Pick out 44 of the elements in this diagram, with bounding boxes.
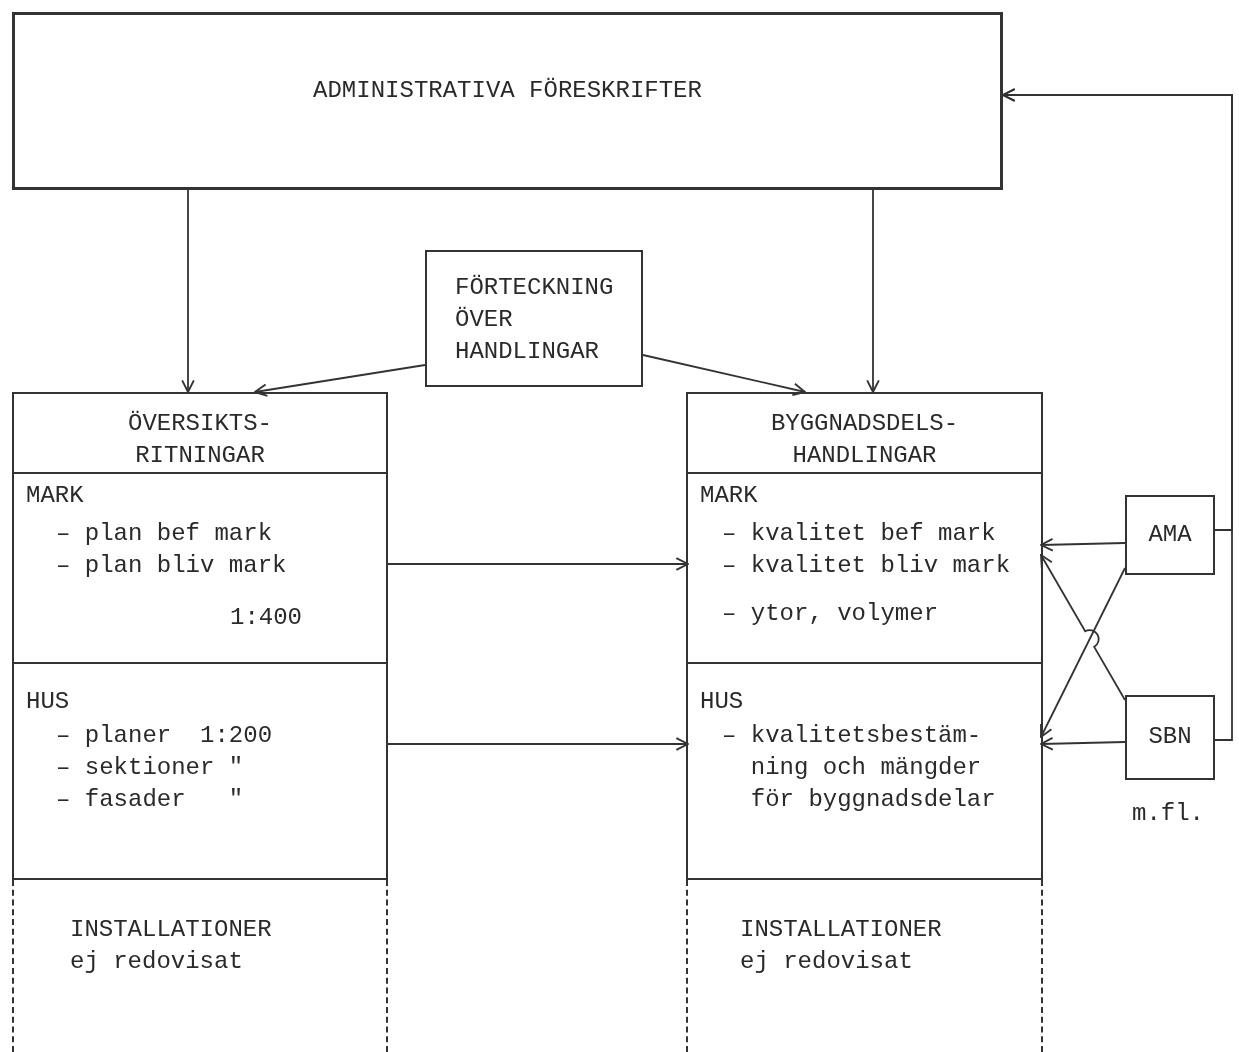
arrow (385, 557, 689, 571)
arrow (181, 189, 195, 393)
node-text: – plan bliv mark (56, 551, 287, 581)
node-text: – kvalitet bef mark (722, 519, 996, 549)
arrow (1002, 88, 1233, 741)
node-text: – plan bef mark (56, 519, 273, 549)
section-heading: MARK (700, 481, 758, 511)
arrow (866, 189, 880, 393)
arrow (385, 737, 689, 751)
reference-box (1125, 495, 1215, 575)
node-text: ADMINISTRATIVA FÖRESKRIFTER (313, 76, 702, 106)
heading-box (12, 12, 1003, 190)
note-text: m.fl. (1132, 800, 1204, 827)
node-text: ej redovisat (740, 947, 913, 977)
node-text: – sektioner " (56, 753, 244, 783)
node-text: – kvalitetsbestäm- ning och mängder för byggnadsdelar (722, 721, 996, 815)
node-text: 1:400 (230, 603, 302, 633)
section-heading: INSTALLATIONER (70, 915, 272, 945)
reference-box (1125, 695, 1215, 780)
column-box (686, 392, 1043, 880)
node-text: – ytor, volymer (722, 599, 939, 629)
node-text: ej redovisat (70, 947, 243, 977)
dashed-section-box (686, 880, 1043, 1052)
node-text: SBN (1148, 722, 1192, 752)
node-text: AMA (1148, 520, 1192, 550)
node-text: BYGGNADSDELS- HANDLINGAR (770, 409, 959, 471)
section-heading: INSTALLATIONER (740, 915, 942, 945)
section-heading: HUS (26, 687, 70, 717)
node-text: – kvalitet bliv mark (722, 551, 1011, 581)
dashed-section-box (12, 880, 388, 1052)
node-text: FÖRTECKNING ÖVER HANDLINGAR (455, 273, 614, 367)
process-box (425, 250, 643, 387)
arrow (1040, 554, 1126, 701)
node-text: ÖVERSIKTS- RITNINGAR (128, 409, 272, 471)
section-heading: HUS (700, 687, 744, 717)
section-heading: MARK (26, 481, 84, 511)
arrow (1040, 567, 1126, 738)
node-text: – fasader " (56, 785, 244, 815)
arrow (254, 364, 426, 397)
arrow (1040, 537, 1126, 552)
arrow (1040, 736, 1126, 751)
node-text: – planer 1:200 (56, 721, 273, 751)
arrow (642, 354, 806, 396)
column-box (12, 392, 388, 880)
